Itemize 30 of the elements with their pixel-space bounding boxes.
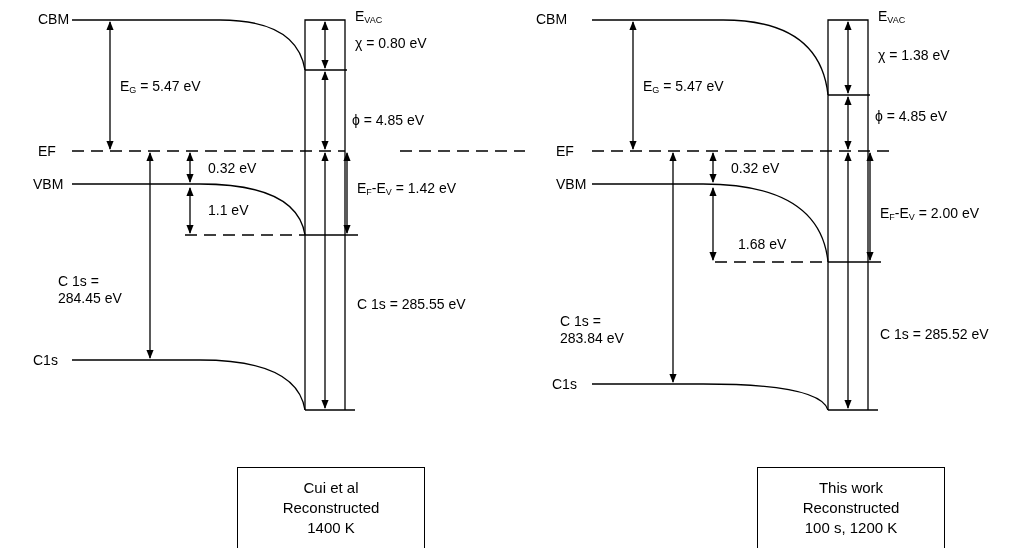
sample-description: This work Reconstructed 100 s, 1200 K <box>801 478 901 538</box>
value-label: E$_{F}$-E$_{V}$ = 1.42 eV <box>357 180 457 199</box>
value-label: C 1s = 283.84 eV <box>560 313 625 347</box>
sample-label-box <box>237 467 425 548</box>
value-label: 1.1 eV <box>208 202 249 219</box>
band-label: C1s <box>552 376 577 393</box>
value-label: E$_{F}$-E$_{V}$ = 2.00 eV <box>880 205 980 224</box>
value-label: C 1s = 285.52 eV <box>880 326 989 343</box>
value-label: C 1s = 285.55 eV <box>357 296 466 313</box>
sample-description: Cui et al Reconstructed 1400 K <box>281 478 381 538</box>
value-label: E$_{G}$ = 5.47 eV <box>120 78 201 97</box>
band-label: C1s <box>33 352 58 369</box>
value-label: ϕ = 4.85 eV <box>875 108 948 125</box>
level-label: E$_{VAC}$ <box>355 8 383 27</box>
band-label: CBM <box>38 11 70 28</box>
band-label: VBM <box>556 176 587 193</box>
value-label: 0.32 eV <box>731 160 780 177</box>
sample-label-box <box>757 467 945 548</box>
band-label: EF <box>38 143 56 160</box>
value-label: ϕ = 4.85 eV <box>352 112 425 129</box>
value-label: E$_{G}$ = 5.47 eV <box>643 78 724 97</box>
band-label: CBM <box>536 11 568 28</box>
value-label: χ = 1.38 eV <box>878 47 950 64</box>
value-label: χ = 0.80 eV <box>355 35 427 52</box>
band-label: VBM <box>33 176 64 193</box>
value-label: 1.68 eV <box>738 236 787 253</box>
value-label: C 1s = 284.45 eV <box>58 273 123 307</box>
value-label: 0.32 eV <box>208 160 257 177</box>
level-label: E$_{VAC}$ <box>878 8 906 27</box>
band-label: EF <box>556 143 574 160</box>
